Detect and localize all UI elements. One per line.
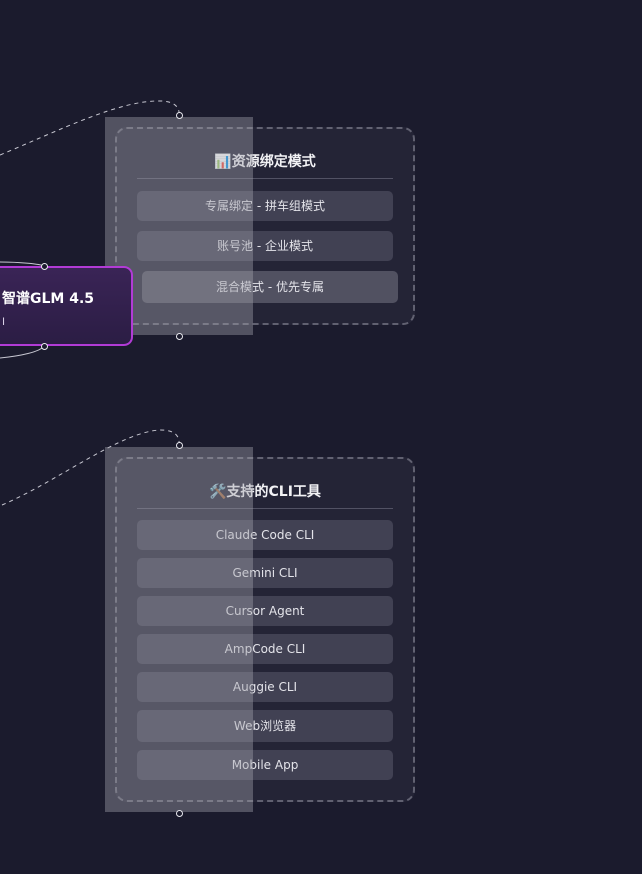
glm-node-title: 智谱GLM 4.5	[2, 291, 95, 307]
resource-binding-title: 📊资源绑定模式	[117, 151, 413, 171]
binding-item-dedicated[interactable]: 专属绑定 - 拼车组模式	[137, 191, 393, 221]
handle-cli-top[interactable]	[176, 442, 183, 449]
resource-binding-title-text: 资源绑定模式	[231, 154, 316, 170]
binding-item-account-pool[interactable]: 账号池 - 企业模式	[137, 231, 393, 261]
handle-binding-top[interactable]	[176, 112, 183, 119]
bar-chart-icon: 📊	[214, 154, 232, 170]
handle-glm-top[interactable]	[41, 263, 48, 270]
cli-tools-title: 🛠️支持的CLI工具	[117, 481, 413, 501]
cli-item-gemini[interactable]: Gemini CLI	[137, 558, 393, 588]
cli-tools-group[interactable]: 🛠️支持的CLI工具	[115, 457, 415, 802]
handle-glm-bottom[interactable]	[41, 343, 48, 350]
selection-overlay-bottom	[105, 447, 253, 812]
glm-node-subtitle: I	[2, 316, 6, 328]
cli-tools-title-text: 支持的CLI工具	[226, 484, 321, 500]
group-divider	[137, 178, 393, 179]
binding-item-hybrid[interactable]: 混合模式 - 优先专属	[142, 271, 398, 303]
glm-model-node[interactable]: 智谱GLM 4.5 I	[0, 266, 133, 346]
handle-cli-bottom[interactable]	[176, 810, 183, 817]
tools-icon: 🛠️	[209, 484, 227, 500]
cli-item-web-browser[interactable]: Web浏览器	[137, 710, 393, 742]
cli-item-auggie[interactable]: Auggie CLI	[137, 672, 393, 702]
cli-item-claude-code[interactable]: Claude Code CLI	[137, 520, 393, 550]
cli-item-mobile-app[interactable]: Mobile App	[137, 750, 393, 780]
group-divider	[137, 508, 393, 509]
cli-item-cursor-agent[interactable]: Cursor Agent	[137, 596, 393, 626]
cli-item-ampcode[interactable]: AmpCode CLI	[137, 634, 393, 664]
handle-binding-bottom[interactable]	[176, 333, 183, 340]
edge-main-bottom-curve	[0, 345, 45, 359]
